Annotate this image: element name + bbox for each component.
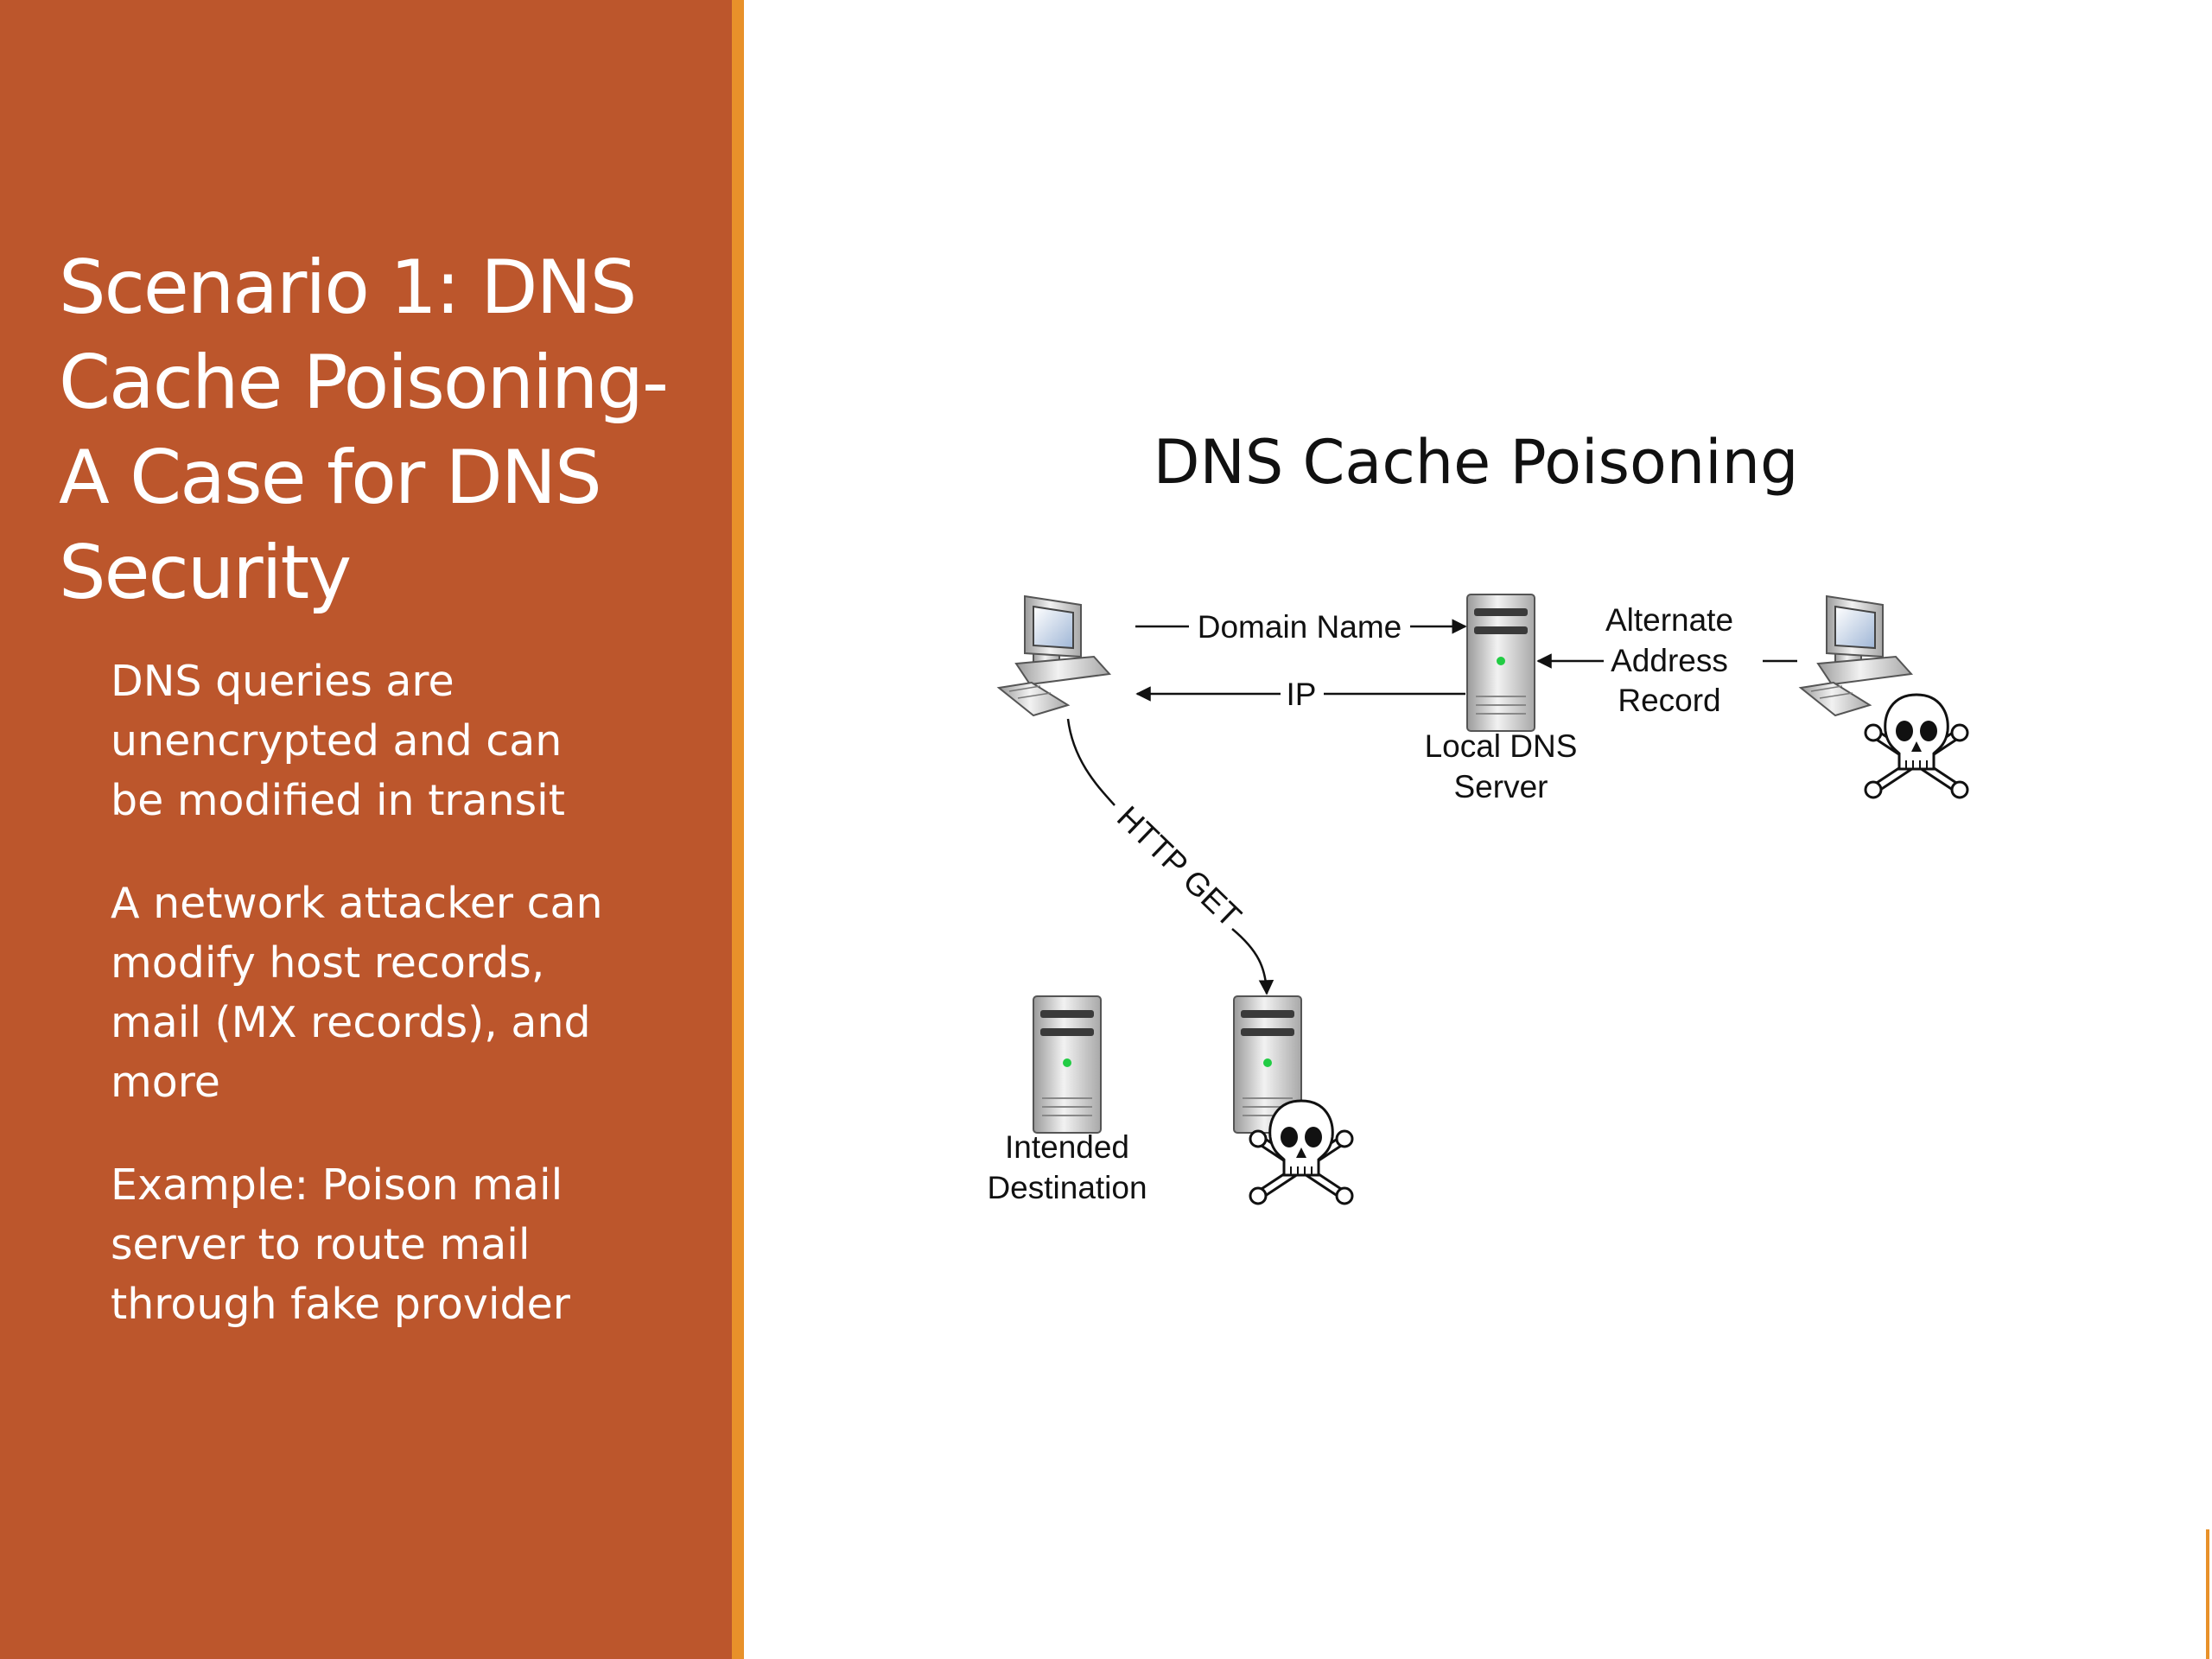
local-dns-server-icon (1466, 594, 1535, 732)
bullet-line: mail (MX records), and (111, 998, 591, 1047)
diagram-title: DNS Cache Poisoning (1154, 427, 1799, 498)
http-get-arrow (1066, 718, 1116, 806)
http-get-label: HTTP GET (1110, 799, 1249, 934)
bullet-example: Example: Poison mail server to route mai… (111, 1155, 715, 1334)
alternate-record-label: Alternate (1605, 602, 1733, 638)
domain-name-label: Domain Name (1198, 609, 1402, 645)
bullet-list: DNS queries are unencrypted and can be m… (111, 652, 715, 1377)
title-panel (0, 0, 732, 1659)
http-get-arrow (1231, 928, 1274, 995)
skull-crossbones-icon (1866, 695, 1967, 798)
attacker-computer-icon (1800, 595, 1912, 716)
dns-poisoning-diagram: DNS Cache Poisoning Local DNS Server Alt… (987, 427, 2074, 1262)
bullet-line: be modified in transit (111, 776, 565, 825)
slide-title-line: Scenario 1: DNS (59, 245, 637, 331)
intended-destination-label: Destination (987, 1170, 1147, 1205)
bullet-line: modify host records, (111, 938, 545, 988)
bullet-unencrypted: DNS queries are unencrypted and can be m… (111, 652, 715, 830)
ip-label: IP (1287, 677, 1317, 712)
bullet-line: more (111, 1058, 220, 1107)
bullet-line: through fake provider (111, 1280, 570, 1329)
local-dns-label: Local DNS (1425, 728, 1578, 764)
bullet-line: server to route mail (111, 1220, 531, 1269)
slide-title-line: Security (59, 530, 352, 616)
bullet-attacker: A network attacker can modify host recor… (111, 874, 715, 1112)
local-dns-label: Server (1454, 769, 1548, 804)
bullet-line: A network attacker can (111, 879, 603, 928)
accent-stripe (732, 0, 744, 1659)
slide-title-line: Cache Poisoning- (59, 340, 669, 426)
bullet-line: DNS queries are (111, 657, 454, 706)
slide-title: Scenario 1: DNS Cache Poisoning- A Case … (59, 240, 698, 620)
alternate-record-label: Record (1618, 683, 1720, 718)
slide-title-line: A Case for DNS (59, 435, 602, 521)
client-computer-icon (998, 595, 1110, 716)
bullet-line: unencrypted and can (111, 716, 563, 766)
intended-destination-label: Intended (1005, 1129, 1129, 1165)
alternate-record-label: Address (1611, 643, 1728, 678)
slide-edge-accent (2206, 1529, 2209, 1659)
bullet-line: Example: Poison mail (111, 1160, 563, 1210)
intended-server-icon (1033, 995, 1102, 1134)
